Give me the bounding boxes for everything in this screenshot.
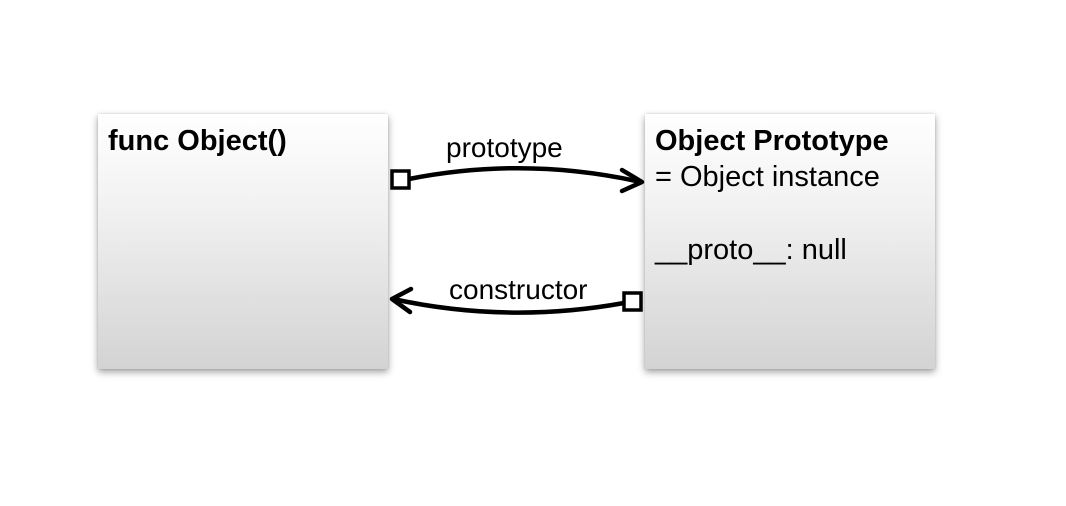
- function-object-title: func Object(): [108, 125, 287, 157]
- prototype-arrowhead: [619, 167, 645, 194]
- function-object-box: func Object(): [98, 114, 388, 369]
- proto-null-line: __proto__: null: [655, 234, 847, 266]
- prototype-label: prototype: [446, 132, 563, 163]
- prototype-connector-line: [406, 166, 644, 185]
- constructor-label: constructor: [449, 274, 588, 305]
- object-instance-line: = Object instance: [655, 161, 880, 193]
- constructor-connector-start-square: [622, 291, 643, 312]
- constructor-arrowhead: [389, 286, 414, 315]
- object-prototype-box: Object Prototype = Object instance __pro…: [645, 114, 935, 369]
- object-prototype-title: Object Prototype: [655, 125, 889, 157]
- prototype-connector-start-square: [390, 169, 411, 190]
